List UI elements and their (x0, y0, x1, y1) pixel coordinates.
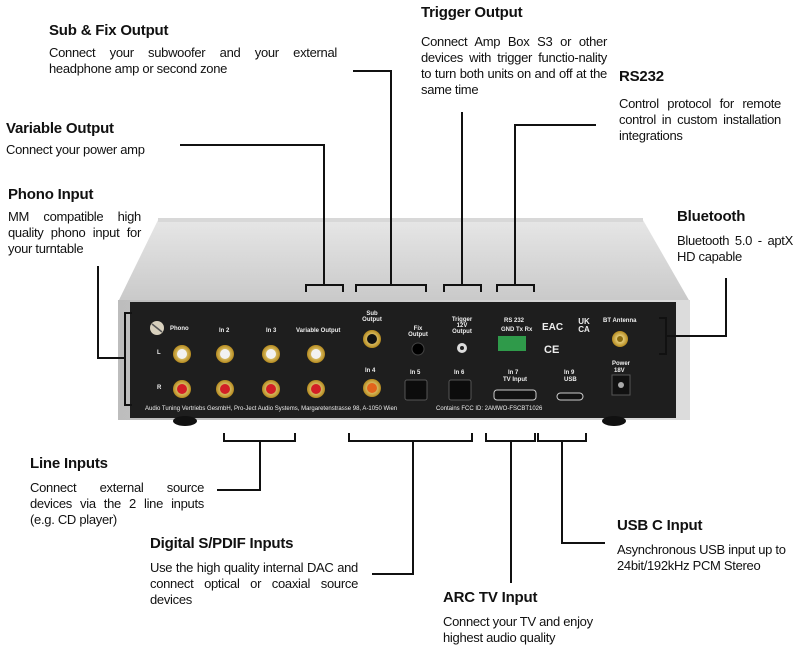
callout-rs232: RS232 Control protocol for remote contro… (619, 68, 781, 144)
callout-usb-c-input: USB C Input Asynchronous USB input up to… (617, 517, 797, 574)
rca-left-row (173, 345, 325, 363)
cert-ukca-mark: UK CA (578, 317, 590, 334)
leader-sub-fix (353, 70, 392, 285)
hdmi-port (493, 389, 537, 401)
foot (173, 416, 197, 426)
panel-label-tv-input: TV Input (503, 377, 527, 383)
bracket-phono (124, 312, 132, 406)
bracket-spdif (348, 433, 473, 442)
panel-label-rs232: RS 232 (504, 318, 525, 324)
callout-bluetooth: Bluetooth Bluetooth 5.0 - aptX HD capabl… (677, 208, 793, 265)
callout-arc-tv-input: ARC TV Input Connect your TV and enjoy h… (443, 589, 623, 646)
callout-text: Use the high quality internal DAC and co… (150, 560, 358, 607)
optical-in5-port (404, 379, 428, 401)
rca-right-row (173, 380, 325, 398)
cert-ce-mark: CE (544, 344, 560, 356)
panel-label-power-voltage: 18V (614, 368, 625, 374)
bracket-usb (537, 433, 587, 442)
bracket-sub-fix (355, 284, 427, 292)
panel-label-in3: In 3 (266, 328, 277, 334)
panel-footer-address: Audio Tuning Vertriebs GesmbH, Pro-Ject … (145, 406, 398, 412)
callout-line-inputs: Line Inputs Connect external source devi… (30, 455, 204, 528)
bracket-bluetooth (659, 317, 667, 355)
callout-text: Connect your TV and enjoy highest audio … (443, 614, 593, 645)
callout-text: Connect your power amp (6, 142, 145, 157)
leader-rs232 (514, 124, 596, 285)
callout-title: Digital S/PDIF Inputs (150, 535, 294, 552)
callout-text: MM compatible high quality phono input f… (8, 209, 141, 256)
callout-trigger-output: Trigger Output Connect Amp Box S3 or oth… (421, 4, 607, 98)
leader-spdif (372, 441, 414, 575)
panel-label-in5: In 5 (410, 370, 421, 376)
callout-title: Phono Input (8, 186, 94, 203)
callout-title: USB C Input (617, 517, 703, 534)
leader-phono (97, 266, 125, 359)
callout-title: Line Inputs (30, 455, 108, 472)
panel-label-in2: In 2 (219, 328, 230, 334)
panel-label-power: Power (612, 361, 631, 367)
callout-text: Connect Amp Box S3 or other devices with… (421, 34, 607, 97)
bracket-variable-output (305, 284, 344, 292)
callout-sub-fix-output: Sub & Fix Output Connect your subwoofer … (49, 22, 337, 77)
callout-text: Control protocol for remote control in c… (619, 96, 781, 143)
panel-label-in7: In 7 (508, 370, 519, 376)
usbc-port (556, 392, 584, 401)
callout-title: RS232 (619, 68, 664, 85)
bracket-line (223, 433, 296, 442)
optical-in6-port (448, 379, 472, 401)
callout-text: Asynchronous USB input up to 24bit/192kH… (617, 542, 786, 573)
fix-output-jack (411, 342, 425, 356)
callout-title: ARC TV Input (443, 589, 538, 606)
panel-label-variable-output: Variable Output (296, 328, 341, 334)
rs232-terminal (498, 336, 526, 351)
leader-variable-output (180, 144, 325, 285)
callout-phono-input: Phono Input MM compatible high quality p… (8, 186, 141, 257)
panel-label-in9: In 9 (564, 370, 575, 376)
callout-text: Connect your subwoofer and your external… (49, 45, 337, 76)
callout-variable-output: Variable Output Connect your power amp (6, 120, 181, 158)
panel-label-rs232-pins: GND Tx Rx (501, 327, 533, 333)
cert-eac-mark: EAC (542, 322, 564, 333)
panel-footer-fcc: Contains FCC ID: 2AMWO-FSCBT1026 (436, 406, 543, 412)
leader-bluetooth (666, 278, 727, 337)
callout-title: Bluetooth (677, 208, 746, 225)
panel-label-usb: USB (564, 377, 577, 383)
bracket-rs232 (496, 284, 535, 292)
panel-label-left: L (157, 350, 161, 356)
callout-text: Connect external source devices via the … (30, 480, 204, 527)
callout-title: Variable Output (6, 120, 114, 137)
foot (602, 416, 626, 426)
panel-label-bt-antenna: BT Antenna (603, 318, 637, 324)
panel-label-in4: In 4 (365, 368, 376, 374)
panel-label-trigger: Trigger 12V Output (451, 317, 473, 335)
leader-usb (561, 441, 605, 544)
leader-line (217, 441, 261, 491)
panel-label-in6: In 6 (454, 370, 465, 376)
callout-title: Trigger Output (421, 4, 523, 21)
bracket-arc (485, 433, 536, 442)
callout-title: Sub & Fix Output (49, 22, 169, 39)
panel-label-phono: Phono (170, 326, 189, 332)
callout-spdif-inputs: Digital S/PDIF Inputs Use the high quali… (150, 535, 358, 608)
panel-label-right: R (157, 385, 162, 391)
callout-text: Bluetooth 5.0 - aptX HD capable (677, 233, 793, 264)
device-top-cover (118, 220, 690, 302)
panel-label-sub-output: Sub Output (362, 311, 382, 323)
panel-label-fix-output: Fix Output (408, 326, 428, 338)
bracket-trigger (443, 284, 482, 292)
